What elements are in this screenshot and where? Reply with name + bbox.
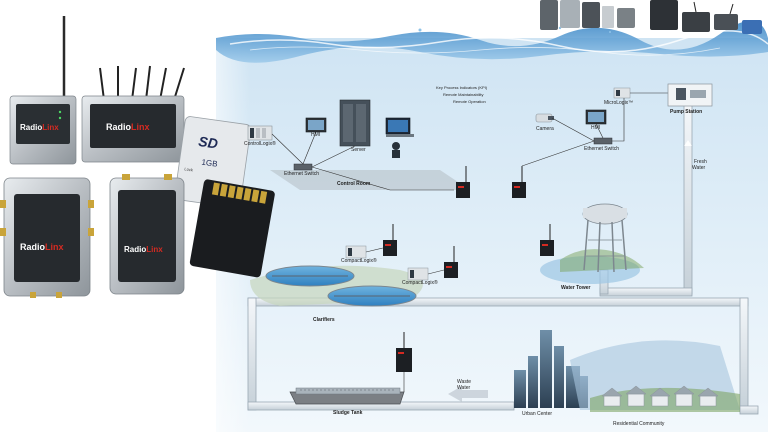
label-controllogix: ControlLogix® xyxy=(244,141,276,147)
label-server: Server xyxy=(351,147,366,153)
label-water-tower: Water Tower xyxy=(561,285,591,291)
control-room-area xyxy=(247,99,470,191)
residential-community xyxy=(570,340,740,412)
label-urban-center: Urban Center xyxy=(522,411,553,417)
label-micrologix: MicroLogix™ xyxy=(604,100,634,106)
label-waste-water-1: Waste xyxy=(457,379,471,385)
label-compactlogix-2: CompactLogix® xyxy=(402,280,438,286)
label-waste-water-2: Water xyxy=(457,385,471,391)
label-sludge-tank: Sludge Tank xyxy=(333,410,363,416)
sd-card-black xyxy=(189,179,275,278)
sludge-tank xyxy=(289,372,405,405)
sd-lock-label: Lock xyxy=(184,166,193,172)
radio-unit-pump-link xyxy=(512,166,526,198)
pump-station-devices xyxy=(521,83,713,167)
label-residential-community: Residential Community xyxy=(613,421,665,427)
radiolinx-logo-3: RadioLinx xyxy=(20,242,64,252)
radio-unit-clarifier-2 xyxy=(444,246,458,278)
radio-unit-control xyxy=(456,166,470,198)
radiolinx-enclosure-1: RadioLinx xyxy=(0,177,94,298)
waste-water-arrow xyxy=(448,386,488,402)
label-clarifiers: Clarifiers xyxy=(313,317,335,323)
label-ethernet-switch-pump: Ethernet Switch xyxy=(584,146,620,152)
radio-unit-sludge xyxy=(396,332,412,372)
sd-capacity: 1GB xyxy=(201,158,218,169)
label-camera: Camera xyxy=(536,126,554,132)
radiolinx-logo-4: RadioLinx xyxy=(124,245,163,254)
label-compactlogix-1: CompactLogix® xyxy=(341,258,377,264)
label-ethernet-switch-control: Ethernet Switch xyxy=(284,171,320,177)
label-hmi-pump: HMI xyxy=(591,125,601,131)
label-pump-station: Pump Station xyxy=(670,109,703,115)
water-wave-header xyxy=(216,20,768,63)
label-hmi-control: HMI xyxy=(311,132,321,138)
kpi-note-2: Remote Maintainability xyxy=(443,92,484,97)
radiolinx-radio-six-antenna: RadioLinx xyxy=(81,65,185,163)
radio-unit-clarifier-1 xyxy=(383,224,397,256)
clarifiers xyxy=(250,245,445,307)
kpi-note-1: Key Process Indicators (KPI) xyxy=(436,85,488,90)
label-fresh-water-2: Water xyxy=(692,165,706,171)
label-fresh-water-1: Fresh xyxy=(694,159,707,165)
sd-logo: SD xyxy=(197,133,218,152)
radiolinx-enclosure-2: RadioLinx xyxy=(109,174,185,295)
radiolinx-logo-1: RadioLinx xyxy=(20,123,59,132)
fresh-water-flow xyxy=(684,140,692,146)
product-strip-top-right xyxy=(540,0,762,34)
radiolinx-radio-silver: RadioLinx xyxy=(9,16,77,165)
water-tower xyxy=(540,203,644,284)
kpi-note-3: Remote Operation xyxy=(453,99,486,104)
radiolinx-logo-2: RadioLinx xyxy=(106,122,150,132)
radio-unit-tower xyxy=(540,224,554,256)
label-control-room: Control Room xyxy=(337,181,371,187)
